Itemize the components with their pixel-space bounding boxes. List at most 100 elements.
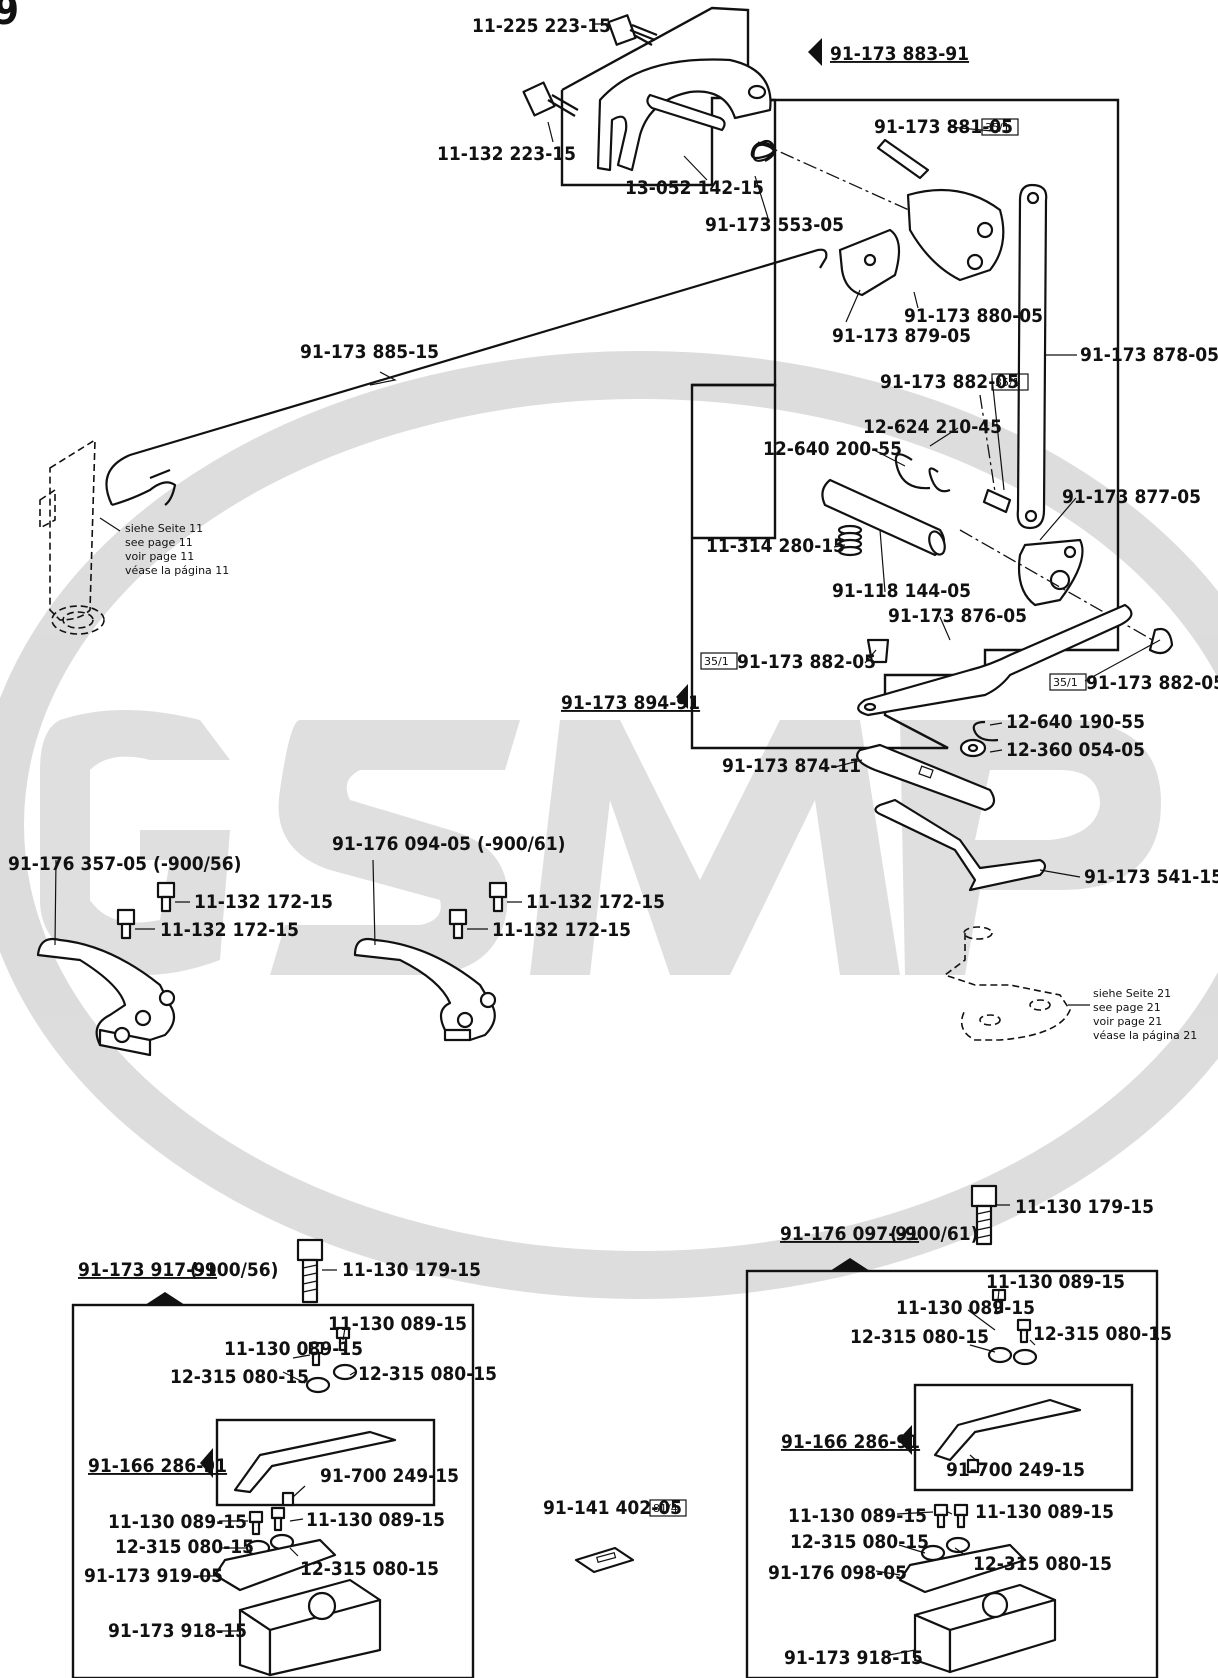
label-bl-screw-4: 11-130 089-15 [306,1509,445,1531]
label-screw-b: 11-132 172-15 [160,919,299,941]
ref-part-11 [39,438,105,635]
label-stud-left: 91-173 882-05 [737,651,876,673]
br-top-screw [970,1184,998,1246]
label-ring1: 12-624 210-45 [863,416,1002,438]
top-assembly: 11-225 223-15 91-173 883-91 11-132 223-1… [39,6,1218,1042]
label-link-plate: 91-173 877-05 [1062,486,1201,508]
label-spring: 91-173 553-05 [705,214,844,236]
corner-mark: 9 [0,0,19,34]
label-spring-small: 11-314 280-15 [706,535,845,557]
label-bl-screw-2: 11-130 089-15 [328,1313,467,1335]
label-stud-right: 91-173 882-05 [1086,672,1218,694]
label-center: 91-141 402-05 [543,1497,682,1519]
label-br-sub: 91-166 286-91 [781,1431,920,1453]
label-washer: 12-360 054-05 [1006,739,1145,761]
label-bl-sub-screw: 91-700 249-15 [320,1465,459,1487]
svg-text:véase la página 21: véase la página 21 [1093,1029,1197,1042]
stud-mid [982,488,1012,514]
wire-rod [105,248,828,506]
label-stud-mid: 91-173 882-05 [880,371,1019,393]
ring-1 [928,467,951,493]
label-883-91: 91-173 883-91 [830,43,969,65]
bottom-left-assembly: 91-173 917-91 (-900/56) 11-130 179-15 11… [71,1238,497,1678]
label-screw-c: 11-132 172-15 [526,891,665,913]
svg-text:siehe Seite 21: siehe Seite 21 [1093,987,1171,1000]
label-pin: 13-052 142-15 [625,177,764,199]
br-spring-plate [898,1543,1027,1594]
svg-text:véase la página 11: véase la página 11 [125,564,229,577]
spring-plate [213,1538,337,1592]
label-bl-washer-2: 12-315 080-15 [358,1363,497,1385]
label-bl-washer-4: 12-315 080-15 [300,1558,439,1580]
label-br-screw-4: 11-130 089-15 [975,1501,1114,1523]
sub-part [233,1430,397,1494]
label-br-washer-2: 12-315 080-15 [1033,1323,1172,1345]
label-917-91: 91-173 917-91 [78,1259,217,1281]
label-097-91: 91-176 097-91 [780,1223,919,1245]
label-894-91: 91-173 894-91 [561,692,700,714]
label-bl-spring-plate: 91-173 919-05 [84,1565,223,1587]
retainer [972,720,999,742]
see-page-11: siehe Seite 11 see page 11 voir page 11 … [125,522,229,577]
bottom-right-assembly: 91-176 097-91 (-900/61) 11-130 179-15 11… [745,1184,1172,1678]
top-screw [296,1238,324,1304]
label-stud-top: 91-173 881-05 [874,116,1013,138]
label-link-rod: 91-173 878-05 [1080,344,1218,366]
label-bl-washer-3: 12-315 080-15 [115,1536,254,1558]
ref-35-1-b: 35/1 [995,376,1020,389]
label-br-sub-screw: 91-700 249-15 [946,1459,1085,1481]
label-wire-rod: 91-173 885-15 [300,341,439,363]
label-shaft: 91-118 144-05 [832,580,971,602]
ref-35-1-d: 35/1 [1053,676,1078,689]
assembly-outline [690,98,1120,750]
ring-2 [894,453,931,490]
foot-lever [874,798,1047,892]
slide-plate [856,743,996,812]
br-sub-part [933,1398,1082,1462]
br-block [913,1583,1057,1674]
label-screw-top: 11-225 223-15 [472,15,611,37]
label-screw-left: 11-132 223-15 [437,143,576,165]
label-retainer: 12-640 190-55 [1006,711,1145,733]
svg-text:see page 11: see page 11 [125,536,193,549]
link-rod [1016,183,1048,530]
label-bl-screw-1: 11-130 089-15 [224,1338,363,1360]
ref-35-1-c: 35/1 [704,655,729,668]
svg-text:voir page 11: voir page 11 [125,550,194,563]
label-lever: 91-173 876-05 [888,605,1027,627]
label-br-block: 91-173 918-15 [784,1647,923,1669]
label-screw-d: 11-132 172-15 [492,919,631,941]
stud-right [1148,627,1174,655]
label-097-suffix: (-900/61) [890,1223,978,1245]
label-br-screw-3: 11-130 089-15 [788,1505,927,1527]
block [238,1578,382,1677]
label-br-screw-2: 11-130 089-15 [986,1271,1125,1293]
svg-text:siehe Seite 11: siehe Seite 11 [125,522,203,535]
label-br-washer-1: 12-315 080-15 [850,1326,989,1348]
label-bracket: 91-173 880-05 [904,305,1043,327]
label-br-screw-top: 11-130 179-15 [1015,1196,1154,1218]
bracket-part [596,58,772,172]
lever-876 [857,603,1133,717]
see-page-21: siehe Seite 21 see page 21 voir page 21 … [1093,987,1197,1042]
mid-parts: 91-176 357-05 (-900/56) 91-176 094-05 (-… [8,833,665,1057]
spring-small [837,524,863,557]
label-guide-left: 91-176 357-05 (-900/56) [8,853,241,875]
label-ring2: 12-640 200-55 [763,438,902,460]
svg-text:voir page 21: voir page 21 [1093,1015,1162,1028]
ref-part-21 [943,926,1071,1041]
screw-left [522,81,579,117]
pin-part [646,93,726,132]
label-br-washer-3: 12-315 080-15 [790,1531,929,1553]
label-bl-screw-top: 11-130 179-15 [342,1259,481,1281]
shaft [821,478,946,557]
label-plate: 91-173 879-05 [832,325,971,347]
ref-81-4: 81/4 [653,1502,678,1515]
label-bl-washer-1: 12-315 080-15 [170,1366,309,1388]
label-guide-right: 91-176 094-05 (-900/61) [332,833,565,855]
screw-top [607,14,658,46]
label-br-spring-plate: 91-176 098-05 [768,1562,907,1584]
svg-text:see page 21: see page 21 [1093,1001,1161,1014]
label-917-suffix: (-900/56) [190,1259,278,1281]
